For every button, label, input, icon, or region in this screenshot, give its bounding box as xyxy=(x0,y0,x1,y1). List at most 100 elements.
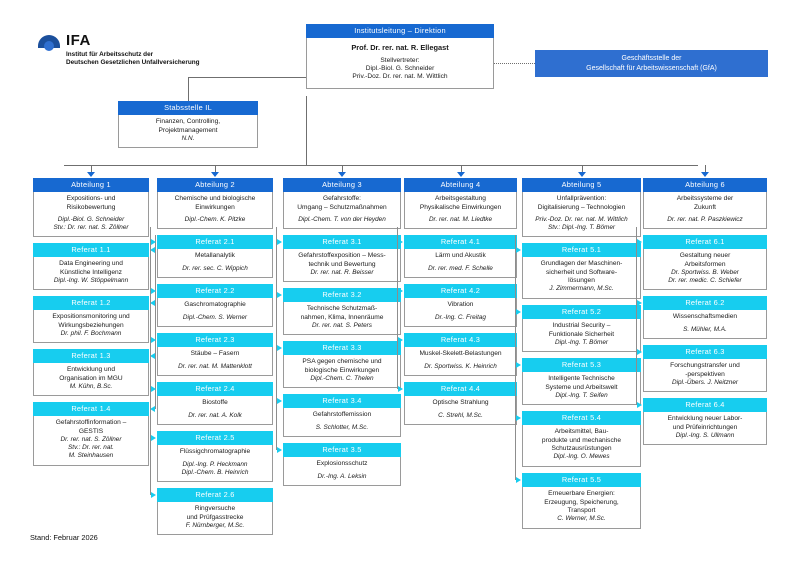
staff-unit-header: Stabsstelle IL xyxy=(118,101,258,116)
unit-arrow-icon-3-2 xyxy=(277,292,282,298)
unit-lead: Stv.: Dr. rer. nat. xyxy=(68,444,114,452)
unit-arrow-icon-1-1 xyxy=(150,247,155,253)
unit-lead: Dipl.-Ing. P. Heckmann xyxy=(182,460,248,468)
direction-deputy-2: Priv.-Doz. Dr. rer. nat. M. Wittlich xyxy=(352,73,448,81)
unit-spine-4 xyxy=(397,227,398,389)
unit-lead: Dr. rer. sec. C. Wippich xyxy=(182,264,248,272)
unit-title-line: -perspektiven xyxy=(685,370,725,378)
ifa-logo: IFA Institut für Arbeitsschutz der Deuts… xyxy=(38,32,200,66)
unit-lead: C. Werner, M.Sc. xyxy=(557,515,606,523)
unit-body-3-2: Technische Schutzmaß-nahmen, Klima, Inne… xyxy=(283,302,401,336)
department-lead: Dipl.-Biol. G. Schneider xyxy=(57,216,125,224)
unit-lead: Dipl.-Chem. S. Werner xyxy=(182,313,248,321)
unit-title-line: Wirkungsbeziehungen xyxy=(58,321,124,329)
unit-header-2-3: Referat 2.3 xyxy=(157,333,273,348)
unit-arrow-icon-5-2 xyxy=(516,309,521,315)
unit-lead: Dr. rer. nat. M. Mattenklott xyxy=(178,362,252,370)
dept-drop-line-3 xyxy=(342,165,343,172)
department-title-line: Arbeitssysteme der xyxy=(676,195,734,203)
unit-arrow-icon-6-4 xyxy=(637,402,642,408)
unit-title-line: Optische Strahlung xyxy=(432,399,489,407)
unit-lead: S. Mühler, M.A. xyxy=(683,325,727,333)
unit-lead: Dr.-Ing. C. Freitag xyxy=(435,313,486,321)
unit-arrow-icon-3-4 xyxy=(277,398,282,404)
department-body-5: Unfallprävention:Digitalisierung – Techn… xyxy=(522,192,641,238)
unit-lead: Dipl.-Ing. T. Seifen xyxy=(555,392,608,400)
unit-body-5-1: Grundlagen der Maschinen-sicherheit und … xyxy=(522,257,641,299)
unit-lead: Dipl.-Ing. O. Mewes xyxy=(553,453,610,461)
staff-unit-line-2: Projektmanagement xyxy=(158,126,218,134)
unit-title-line: Künstliche Intelligenz xyxy=(60,268,122,276)
unit-title-line: PSA gegen chemische und xyxy=(302,358,382,366)
unit-lead: Dr. rer. nat. S. Zöllner xyxy=(60,436,122,444)
unit-title-line: Data Engineering und xyxy=(59,260,123,268)
unit-arrow-icon-6-3 xyxy=(637,349,642,355)
department-title-line: Chemische und biologische xyxy=(174,195,256,203)
unit-body-3-1: Gefahrstoffexposition – Mess-technik und… xyxy=(283,249,401,283)
dept-arrow-icon-2 xyxy=(211,172,219,177)
department-title-line: Umgang – Schutzmaßnahmen xyxy=(297,203,387,211)
dept-drop-line-4 xyxy=(460,165,462,172)
unit-title-line: Entwicklung und xyxy=(66,366,116,374)
logo-subtitle-line2: Deutschen Gesetzlichen Unfallversicherun… xyxy=(66,58,200,66)
department-header-1: Abteilung 1 xyxy=(33,178,149,193)
unit-title-line: produkte und mechanische xyxy=(541,436,622,444)
unit-header-4-4: Referat 4.4 xyxy=(404,382,517,397)
department-title-line: Arbeitsgestaltung xyxy=(435,195,486,203)
unit-title-line: und Prüfeinrichtungen xyxy=(672,423,738,431)
direction-header: Institutsleitung – Direktion xyxy=(306,24,494,39)
unit-body-5-4: Arbeitsmittel, Bau-produkte und mechanis… xyxy=(522,425,641,467)
unit-lead: Dr. rer. nat. R. Beisser xyxy=(310,269,374,277)
department-title-line: Gefahrstoffe: xyxy=(323,195,361,203)
dept-drop-line-1 xyxy=(91,165,92,172)
direction-deputy-1: Dipl.-Biol. G. Schneider xyxy=(365,65,435,73)
dept-arrow-icon-1 xyxy=(87,172,95,177)
unit-title-line: Grundlagen der Maschinen- xyxy=(540,260,623,268)
staff-unit-box: Stabsstelle IL Finanzen, Controlling, Pr… xyxy=(118,101,258,149)
